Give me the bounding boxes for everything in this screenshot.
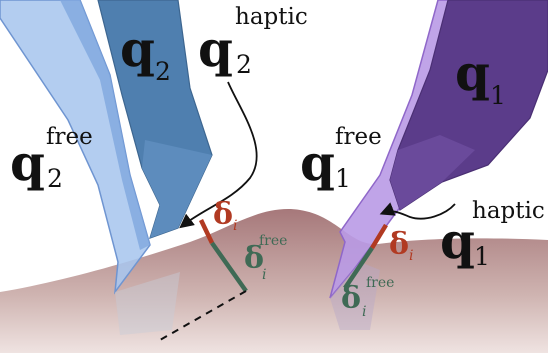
delta-segment-left xyxy=(198,219,215,244)
delta-free-segment-right xyxy=(343,246,374,290)
label-q1-free-symbol: q xyxy=(300,133,335,192)
label-q1-free: q xyxy=(300,138,335,188)
left-tool-haptic xyxy=(97,0,213,239)
left-tool-free xyxy=(0,0,180,335)
label-delta-left-symbol: δ xyxy=(213,197,234,232)
label-q2-haptic-symbol: q xyxy=(198,19,233,78)
label-delta-free-left: δ xyxy=(244,244,264,274)
label-q1-haptic-superscript: haptic xyxy=(472,198,545,224)
label-delta-free-right-symbol: δ xyxy=(341,281,362,316)
label-q2-free-subscript: 2 xyxy=(47,164,63,193)
label-q2-free: q xyxy=(10,138,45,188)
label-q2-symbol: q xyxy=(120,19,155,78)
projection-dashed-line xyxy=(159,290,247,341)
label-q2-free-superscript: free xyxy=(46,124,93,150)
label-q2: q2 xyxy=(120,24,171,85)
label-q1-haptic: q xyxy=(440,216,475,266)
label-q1-haptic-symbol: q xyxy=(440,211,475,270)
label-delta-free-left-superscript: free xyxy=(259,233,288,249)
delta-free-segment-left xyxy=(210,241,248,293)
label-q2-haptic-subscript: 2 xyxy=(236,50,252,79)
label-delta-free-right-superscript: free xyxy=(366,275,395,291)
label-delta-free-left-symbol: δ xyxy=(244,241,265,276)
label-q2-subscript: 2 xyxy=(154,57,171,86)
label-delta-right-subscript: i xyxy=(409,248,414,264)
arrow-q2-haptic xyxy=(179,81,258,229)
soft-surface xyxy=(0,209,548,353)
label-q1-symbol: q xyxy=(455,43,490,102)
delta-segment-right xyxy=(370,223,388,250)
label-delta-free-left-subscript: i xyxy=(262,267,267,283)
right-tool-haptic xyxy=(389,0,548,211)
label-q1-free-superscript: free xyxy=(335,124,382,150)
label-q1-haptic-subscript: 1 xyxy=(474,242,490,271)
label-q1-free-subscript: 1 xyxy=(335,164,351,193)
label-q1-subscript: 1 xyxy=(489,81,506,110)
label-delta-left-subscript: i xyxy=(233,218,238,234)
label-delta-right-symbol: δ xyxy=(389,227,410,262)
arrow-q1-haptic xyxy=(379,202,456,220)
label-delta-right: δi xyxy=(389,227,414,264)
label-q2-haptic: q xyxy=(198,24,233,74)
label-delta-free-right: δ xyxy=(341,284,361,314)
label-q2-free-symbol: q xyxy=(10,133,45,192)
label-q2-haptic-superscript: haptic xyxy=(235,4,308,30)
label-delta-free-right-subscript: i xyxy=(362,304,367,320)
label-delta-left: δi xyxy=(213,197,238,234)
label-q1: q1 xyxy=(455,48,506,109)
